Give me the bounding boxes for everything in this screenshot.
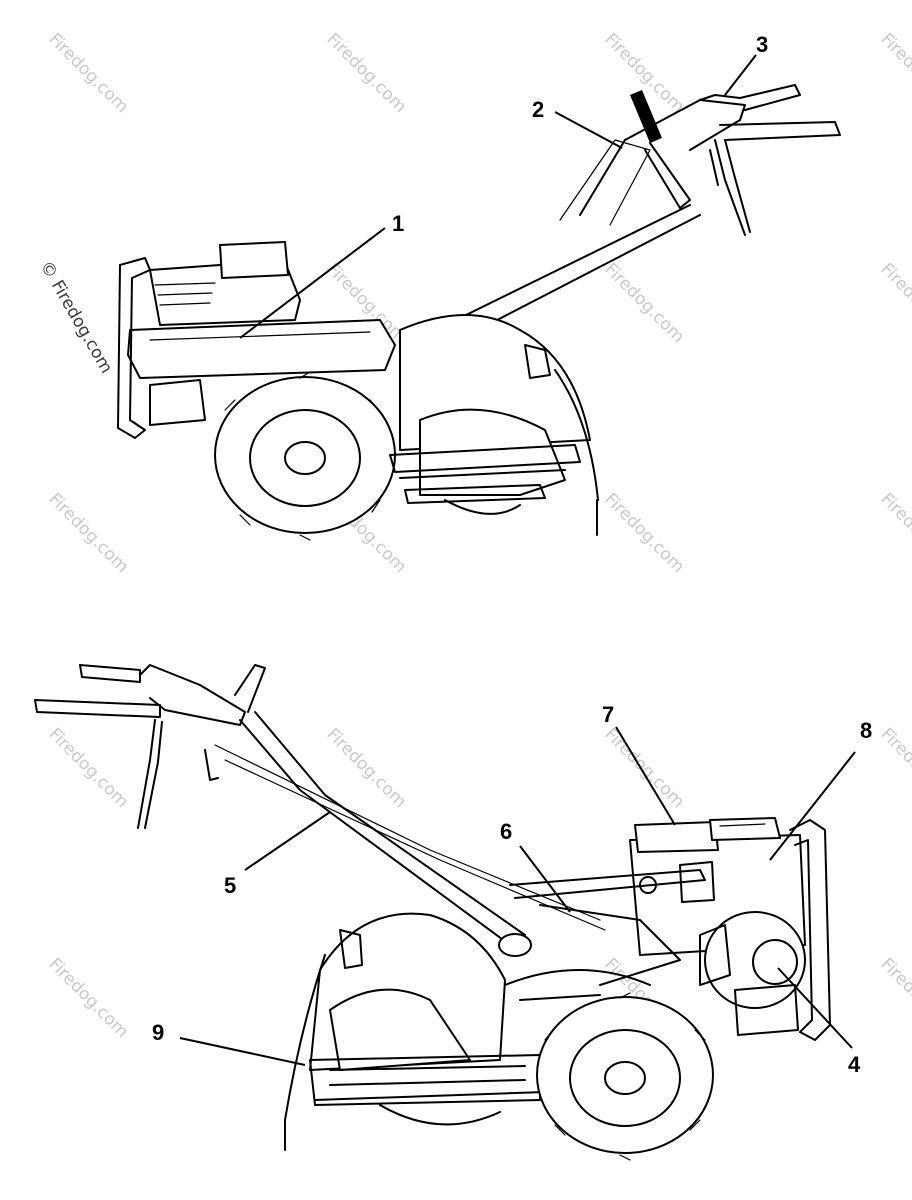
callout-9: 9 xyxy=(152,1020,164,1045)
bottom-tiller-drawing xyxy=(34,664,831,1161)
callout-6: 6 xyxy=(500,819,512,844)
callout-5: 5 xyxy=(224,873,236,898)
watermark-text: Firedog.com xyxy=(876,724,912,812)
callout-labels: 1 2 3 4 5 6 7 8 9 xyxy=(152,32,872,1077)
watermark-text: Firedog.com xyxy=(876,489,912,577)
watermark-text: Firedog.com xyxy=(876,259,912,347)
watermark-text: Firedog.com xyxy=(44,489,132,577)
top-tiller-drawing xyxy=(117,84,841,541)
callout-1: 1 xyxy=(392,211,404,236)
callout-leaders xyxy=(179,54,856,1066)
watermark-text: Firedog.com xyxy=(600,259,688,347)
callout-8: 8 xyxy=(860,718,872,743)
watermark-text: Firedog.com xyxy=(44,724,132,812)
callout-3: 3 xyxy=(756,32,768,57)
watermark-text: Firedog.com xyxy=(322,724,410,812)
watermark-text: Firedog.com xyxy=(600,724,688,812)
watermark-text: Firedog.com xyxy=(876,954,912,1042)
callout-4: 4 xyxy=(848,1052,861,1077)
watermark-text: Firedog.com xyxy=(600,489,688,577)
watermark-side-text: © Firedog.com xyxy=(36,258,117,377)
watermark-text: Firedog.com xyxy=(876,29,912,117)
callout-7: 7 xyxy=(602,702,614,727)
callout-2: 2 xyxy=(532,97,544,122)
watermark-text: Firedog.com xyxy=(322,29,410,117)
watermark-text: Firedog.com xyxy=(44,29,132,117)
watermark-text: Firedog.com xyxy=(44,954,132,1042)
